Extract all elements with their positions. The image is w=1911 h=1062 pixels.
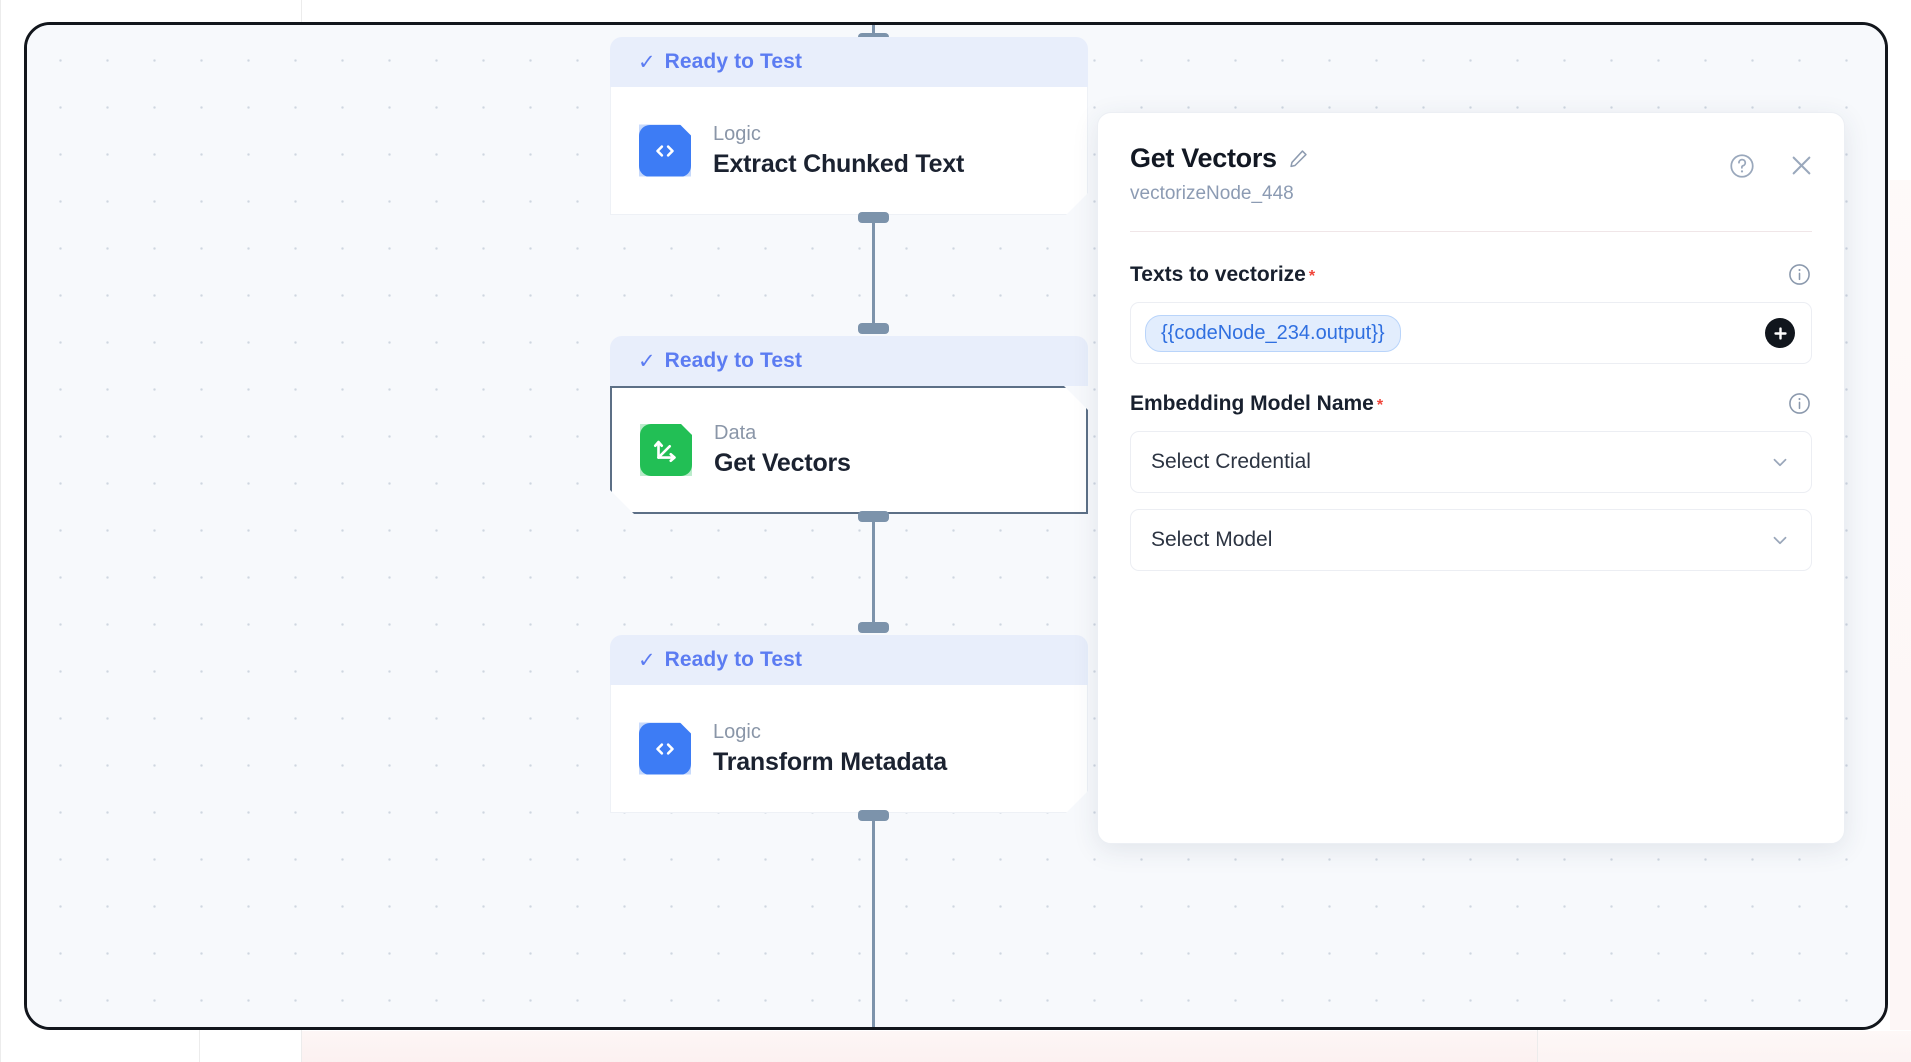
- check-icon: ✓: [638, 349, 656, 373]
- select-credential-dropdown[interactable]: Select Credential: [1130, 431, 1812, 493]
- required-marker: *: [1376, 396, 1384, 414]
- check-icon: ✓: [638, 648, 656, 672]
- variable-chip[interactable]: {{codeNode_234.output}}: [1145, 314, 1401, 352]
- node-card[interactable]: Logic Transform Metadata: [610, 685, 1088, 813]
- background-tint: [1538, 1031, 1911, 1062]
- node-text: Logic Extract Chunked Text: [713, 123, 964, 179]
- background-divider: [301, 1030, 302, 1062]
- field-label-row: Embedding Model Name*: [1130, 391, 1812, 416]
- background-divider: [0, 0, 1, 1062]
- node-title-label: Extract Chunked Text: [713, 149, 965, 178]
- node-title-label: Get Vectors: [714, 449, 851, 477]
- field-label: Texts to vectorize: [1130, 262, 1306, 286]
- required-marker: *: [1308, 267, 1316, 285]
- panel-header: Get Vectors vectorizeNode_448: [1098, 113, 1844, 205]
- field-texts-to-vectorize: Texts to vectorize* {{co: [1130, 262, 1812, 364]
- background-divider: [199, 1030, 200, 1062]
- select-model-dropdown[interactable]: Select Model: [1130, 509, 1812, 571]
- node-text: Data Get Vectors: [714, 422, 851, 478]
- code-icon: [639, 723, 691, 775]
- background-tint: [1890, 180, 1911, 1030]
- panel-divider: [1130, 231, 1812, 232]
- panel-actions: [1728, 151, 1816, 180]
- select-credential-value: Select Credential: [1151, 450, 1311, 473]
- panel-title: Get Vectors: [1130, 143, 1277, 173]
- field-label: Embedding Model Name: [1130, 391, 1374, 415]
- panel-subtitle: vectorizeNode_448: [1130, 183, 1294, 204]
- workflow-node-get-vectors[interactable]: ✓ Ready to Test Data: [610, 336, 1088, 514]
- field-embedding-model-name: Embedding Model Name* S: [1130, 391, 1812, 571]
- texts-to-vectorize-input[interactable]: {{codeNode_234.output}}: [1130, 302, 1812, 364]
- background-divider: [1537, 1030, 1538, 1062]
- close-icon[interactable]: [1787, 151, 1816, 180]
- node-status-badge: ✓ Ready to Test: [610, 37, 1088, 87]
- select-model-value: Select Model: [1151, 528, 1273, 551]
- field-label-row: Texts to vectorize*: [1130, 262, 1812, 287]
- background-divider: [301, 0, 302, 22]
- field-label-wrap: Embedding Model Name*: [1130, 392, 1383, 416]
- panel-body: Texts to vectorize* {{co: [1098, 232, 1844, 571]
- chevron-down-icon: [1769, 529, 1791, 551]
- workflow-node-extract-chunked-text[interactable]: ✓ Ready to Test Logic Extract Chunked Te…: [610, 37, 1088, 215]
- info-icon[interactable]: [1787, 262, 1812, 287]
- pencil-icon[interactable]: [1288, 148, 1309, 169]
- info-icon[interactable]: [1787, 391, 1812, 416]
- node-text: Logic Transform Metadata: [713, 721, 947, 777]
- node-kind-label: Logic: [713, 720, 761, 743]
- panel-title-row: Get Vectors: [1130, 143, 1812, 174]
- chevron-down-icon: [1769, 451, 1791, 473]
- check-icon: ✓: [638, 50, 656, 74]
- node-status-label: Ready to Test: [664, 349, 803, 372]
- help-circle-icon[interactable]: [1728, 152, 1756, 180]
- plus-icon[interactable]: [1765, 318, 1795, 348]
- node-card[interactable]: Data Get Vectors: [610, 386, 1088, 514]
- field-label-wrap: Texts to vectorize*: [1130, 263, 1315, 287]
- node-status-badge: ✓ Ready to Test: [610, 336, 1088, 386]
- node-properties-panel: Get Vectors vectorizeNode_448: [1097, 112, 1845, 844]
- canvas-frame: ✓ Ready to Test Logic Extract Chunked Te…: [24, 22, 1888, 1030]
- vector-axes-icon: [640, 424, 692, 476]
- code-icon: [639, 125, 691, 177]
- node-status-label: Ready to Test: [664, 648, 803, 671]
- node-status-label: Ready to Test: [664, 50, 803, 73]
- node-status-badge: ✓ Ready to Test: [610, 635, 1088, 685]
- node-kind-label: Data: [714, 422, 757, 444]
- node-card[interactable]: Logic Extract Chunked Text: [610, 87, 1088, 215]
- node-title-label: Transform Metadata: [713, 747, 947, 776]
- background-tint: [302, 1031, 1537, 1062]
- node-kind-label: Logic: [713, 122, 761, 145]
- workflow-node-transform-metadata[interactable]: ✓ Ready to Test Logic Transform Metadata: [610, 635, 1088, 813]
- workflow-canvas[interactable]: ✓ Ready to Test Logic Extract Chunked Te…: [27, 25, 1885, 1027]
